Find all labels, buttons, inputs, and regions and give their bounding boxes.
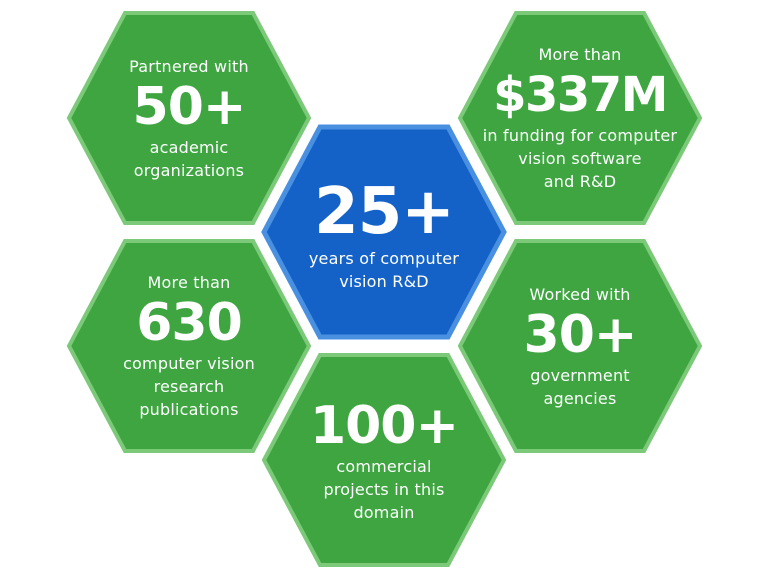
funding-suffix-line-1: in funding for computer	[482, 126, 678, 145]
academic-suffix-line-1: academic	[149, 137, 229, 157]
funding-value: $337M	[493, 67, 668, 123]
academic-suffix-line-2: organizations	[133, 160, 245, 180]
government-value: 30+	[523, 304, 638, 365]
years-value: 25+	[314, 175, 455, 249]
commercial-suffix-line-2: projects in this	[323, 479, 445, 499]
government-agencies-hexagon: Worked with 30+ government agencies	[455, 236, 705, 456]
years-experience-content: 25+ years of computer vision R&D	[303, 122, 465, 342]
funding-prefix-label: More than	[538, 45, 622, 64]
publications-suffix-line-3: publications	[139, 400, 239, 419]
government-agencies-content: Worked with 30+ government agencies	[499, 236, 661, 456]
publications-value: 630	[136, 293, 243, 353]
commercial-projects-hexagon: 100+ commercial projects in this domain	[259, 350, 509, 570]
publications-suffix-line-2: research	[153, 377, 225, 396]
publications-suffix-line-1: computer vision	[123, 354, 255, 373]
funding-suffix-line-3: and R&D	[543, 172, 617, 191]
commercial-value: 100+	[309, 395, 459, 456]
academic-partners-hexagon: Partnered with 50+ academic organization…	[64, 8, 314, 228]
funding-suffix-line-2: vision software	[518, 149, 642, 168]
years-suffix-line-2: vision R&D	[339, 272, 429, 291]
funding-hexagon: More than $337M in funding for computer …	[455, 8, 705, 228]
publications-hexagon: More than 630 computer vision research p…	[64, 236, 314, 456]
green-hexagon-shape	[66, 11, 312, 225]
academic-partners-content: Partnered with 50+ academic organization…	[108, 8, 270, 228]
green-hexagon-shape	[457, 11, 703, 225]
academic-prefix-label: Partnered with	[129, 56, 249, 76]
years-experience-hexagon: 25+ years of computer vision R&D	[259, 122, 509, 342]
blue-hexagon-shape	[261, 124, 507, 340]
green-hexagon-shape	[457, 239, 703, 453]
years-suffix-line-1: years of computer	[308, 249, 460, 268]
green-hexagon-shape	[66, 239, 312, 453]
commercial-suffix-line-1: commercial	[336, 456, 432, 476]
commercial-projects-content: 100+ commercial projects in this domain	[303, 350, 465, 570]
government-suffix-line-2: agencies	[543, 388, 617, 408]
government-suffix-line-1: government	[530, 365, 630, 385]
commercial-suffix-line-3: domain	[353, 502, 415, 522]
academic-value: 50+	[132, 76, 247, 137]
publications-prefix-label: More than	[147, 273, 231, 292]
publications-content: More than 630 computer vision research p…	[108, 236, 270, 456]
funding-content: More than $337M in funding for computer …	[479, 8, 681, 228]
government-prefix-label: Worked with	[529, 284, 631, 304]
green-hexagon-shape	[261, 353, 507, 567]
